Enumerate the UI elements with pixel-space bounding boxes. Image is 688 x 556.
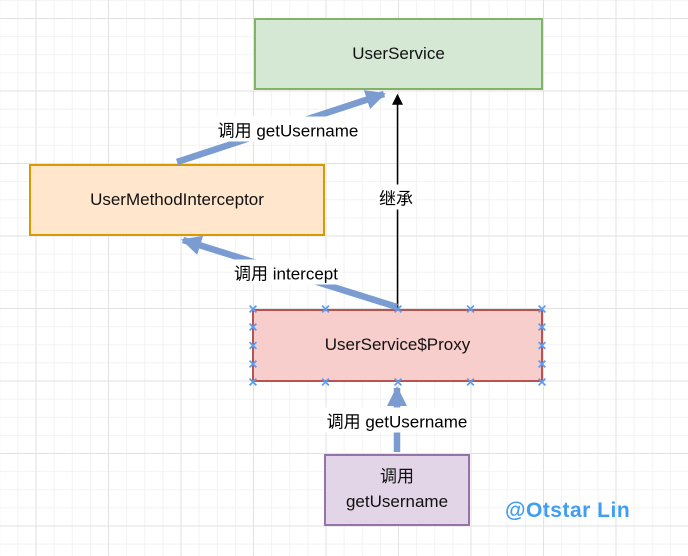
edge-label-call-getusername-top[interactable]: 调用 getUsername: [215, 116, 361, 142]
connection-point-handle[interactable]: [537, 322, 547, 332]
connection-point-handle[interactable]: [393, 377, 403, 387]
connection-point-handle[interactable]: [321, 304, 330, 314]
node-user-service-proxy-label: UserService$Proxy: [324, 335, 471, 355]
connection-point-handle[interactable]: [537, 359, 547, 369]
connection-point-handle[interactable]: [248, 322, 258, 332]
connection-point-handle[interactable]: [537, 377, 547, 387]
connection-point-handle[interactable]: [248, 341, 258, 350]
node-call-getusername-note[interactable]: 调用 getUsername: [324, 454, 470, 526]
node-user-service-label: UserService: [352, 43, 445, 63]
node-user-method-interceptor[interactable]: UserMethodInterceptor: [29, 164, 325, 236]
connection-point-handle[interactable]: [466, 304, 475, 314]
connection-point-handle[interactable]: [321, 377, 330, 387]
node-user-service-proxy[interactable]: UserService$Proxy: [252, 309, 543, 382]
connection-point-handle[interactable]: [248, 377, 258, 387]
connection-point-handle[interactable]: [466, 377, 475, 387]
connection-points: [248, 304, 547, 387]
node-call-getusername-note-label: 调用 getUsername: [345, 467, 449, 511]
connection-point-handle[interactable]: [537, 304, 547, 314]
node-user-method-interceptor-label: UserMethodInterceptor: [90, 189, 264, 209]
connection-point-handle[interactable]: [248, 304, 258, 314]
watermark: @Otstar Lin: [505, 499, 631, 522]
connection-point-handle[interactable]: [248, 359, 258, 369]
edge-label-call-getusername-bottom[interactable]: 调用 getUsername: [324, 407, 470, 433]
edge-label-call-intercept[interactable]: 调用 intercept: [232, 259, 340, 285]
connection-point-handle[interactable]: [537, 341, 547, 350]
edge-label-inherit[interactable]: 继承: [377, 184, 415, 210]
node-user-service[interactable]: UserService: [254, 18, 543, 90]
